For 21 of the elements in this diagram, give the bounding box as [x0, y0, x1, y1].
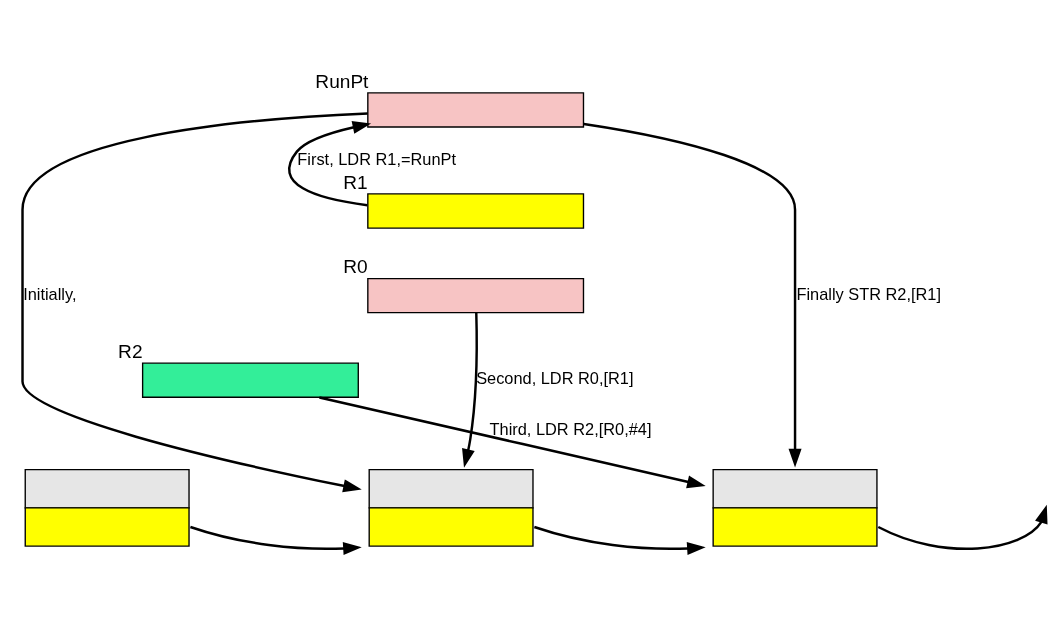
arrow	[462, 312, 478, 468]
arrow	[190, 525, 362, 555]
node-label: RunPt	[315, 70, 369, 92]
node-box	[367, 277, 585, 313]
node-label: R0	[343, 255, 368, 277]
node-label: R2	[118, 340, 143, 362]
arrow	[21, 111, 368, 492]
node-box	[367, 192, 585, 229]
node-label: R1	[343, 171, 368, 193]
node-box	[141, 362, 359, 398]
arrow	[288, 120, 372, 206]
edge-label: First, LDR R1,=RunPt	[297, 149, 457, 168]
edge-label: Initially,	[23, 284, 77, 303]
edge-label: Second, LDR R0,[R1]	[476, 368, 634, 387]
arrow	[319, 395, 706, 488]
arrow	[583, 122, 802, 467]
edge-label: Third, LDR R2,[R0,#4]	[489, 419, 652, 438]
edge-label: Finally STR R2,[R1]	[796, 284, 942, 303]
arrow	[877, 504, 1048, 550]
arrow	[533, 525, 706, 555]
node-box	[367, 91, 585, 128]
